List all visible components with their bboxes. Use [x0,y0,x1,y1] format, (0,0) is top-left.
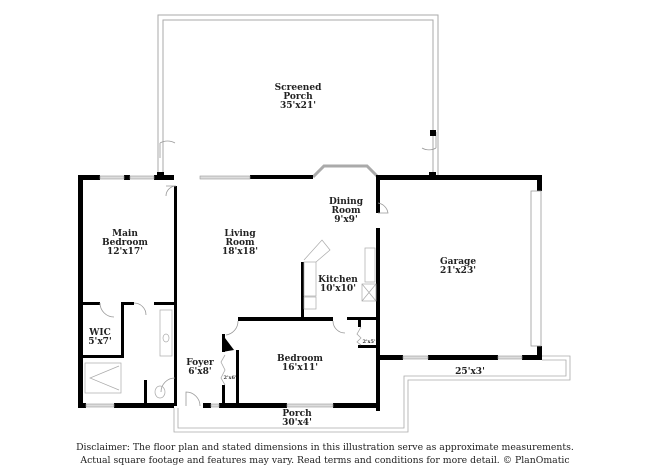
room-name-line1: Main [112,229,138,239]
room-label-main-bedroom: Main Bedroom 12'x17' [102,230,148,257]
room-label-dining-room: Dining Room 9'x9' [329,198,363,225]
room-label-bedroom: Bedroom 16'x11' [277,355,323,373]
closet-label-bedroom: 2'x5' [362,339,376,345]
interior-walls [78,186,380,408]
room-label-wic: WIC 5'x7' [88,329,111,347]
room-label-screened-porch: Screened Porch 35'x21' [275,84,322,111]
room-name-line2: Room [225,238,255,248]
room-name-line2: Porch [283,92,313,102]
room-label-living-room: Living Room 18'x18' [222,230,258,257]
closet-label-foyer: 2'x6' [223,375,237,381]
disclaimer: Disclaimer: The floor plan and stated di… [0,441,650,467]
room-label-side-porch: 25'x3' [455,368,485,377]
bay-window [311,164,380,179]
room-dims: 35'x21' [280,101,316,111]
room-dims: 6'x8' [188,367,212,377]
room-label-kitchen: Kitchen 10'x10' [318,276,358,294]
room-dims: 5'x7' [88,337,112,347]
screened-porch-outline [157,14,439,178]
room-name-line1: Bedroom [277,354,323,364]
garage-door [530,190,542,347]
porch-outlines [173,355,571,433]
room-name-line1: Garage [439,257,477,267]
room-name-line1: Living [224,229,256,239]
room-dims: 25'x3' [455,367,485,377]
closet-doors [220,326,362,386]
doors [99,185,389,407]
room-name-line1: WIC [89,328,111,338]
room-label-foyer: Foyer 6'x8' [186,359,214,377]
room-dims: 9'x9' [334,215,358,225]
room-dims: 21'x23' [440,266,476,276]
room-dims: 18'x18' [222,247,258,257]
disclaimer-line2: Actual square footage and features may v… [80,455,570,466]
room-label-porch: Porch 30'x4' [282,410,312,428]
room-dims: 10'x10' [320,284,356,294]
room-dims: 12'x17' [107,247,143,257]
room-name-line1: Screened [274,83,322,93]
disclaimer-line1: Disclaimer: The floor plan and stated di… [76,442,574,453]
room-name-line1: Dining [328,197,364,207]
windows [85,175,523,408]
room-dims: 16'x11' [282,363,318,373]
room-name-line1: Foyer [186,358,214,368]
fixtures [84,239,377,399]
screened-porch-doors [159,132,437,158]
room-name-line1: Kitchen [318,275,358,285]
room-name-line2: Room [331,206,361,216]
room-name-line1: Porch [282,409,312,419]
room-label-garage: Garage 21'x23' [440,258,476,276]
room-dims: 30'x4' [282,418,312,428]
room-name-line2: Bedroom [102,238,148,248]
